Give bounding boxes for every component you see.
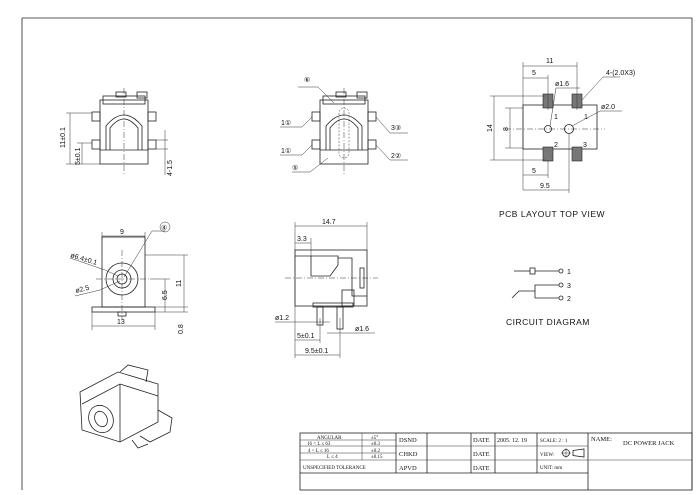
title-block: ANGULAR ±5° 16 < L ≤ 63 ±0.3 4 < L ≤ 16 … (299, 432, 693, 491)
circuit-pin-1: 1 (567, 269, 571, 276)
dia-1-6: ø1.6 (355, 326, 369, 333)
pcb-layout-title: PCB LAYOUT TOP VIEW (499, 209, 605, 219)
dia-inner: ø2.5 (75, 285, 90, 295)
tol-value-2: ±0.2 (371, 449, 380, 454)
circuit-diagram-title: CIRCUIT DIAGRAM (506, 317, 590, 327)
chkd-label: CHKD (399, 451, 418, 458)
callout-6: ⑥ (304, 76, 310, 84)
part-name: DC POWER JACK (623, 440, 675, 447)
dim-8: 8 (503, 127, 510, 131)
dim-6-5: 6.5 (162, 290, 169, 300)
dim-5: 5±0.1 (297, 333, 315, 340)
dim-11: 11 (176, 280, 183, 287)
dim-pin-low: 5±0.1 (75, 147, 82, 165)
unit: UNIT: mm (540, 466, 562, 471)
circuit-pin-2: 2 (567, 296, 571, 303)
dim-0-8: 0.8 (178, 324, 185, 334)
tol-range-3: L ≤ 4 (327, 455, 338, 460)
callout-1a: 1① (281, 119, 291, 127)
side-view-callouts: ⑥ 1① 1① 3③ 2② ⑤ (280, 76, 408, 175)
pin-1b: 1 (584, 114, 588, 121)
dim-9-5: 9.5±0.1 (305, 348, 328, 355)
dim-height: 11±0.1 (60, 127, 67, 148)
dim-pin: 4-1.5 (167, 160, 174, 176)
apvd-label: APVD (399, 465, 417, 472)
dim-14: 14 (487, 124, 494, 132)
dsnd-label: DSND (399, 437, 417, 444)
dim-13: 13 (117, 319, 125, 326)
circuit-diagram: 1 3 2 CIRCUIT DIAGRAM (506, 267, 590, 327)
dim-11: 11 (546, 58, 553, 65)
tol-range-0: ANGULAR (317, 436, 342, 441)
sheet-frame (21, 17, 693, 490)
callout-5: ⑤ (292, 164, 298, 172)
projection-symbol-icon (561, 448, 585, 458)
date-label-apvd: DATE (473, 465, 490, 472)
scale: SCALE: 2 : 1 (540, 439, 568, 444)
tol-value-3: ±0.15 (371, 455, 383, 460)
dim-9: 9 (120, 229, 124, 236)
tol-range-2: 4 < L ≤ 16 (308, 449, 329, 454)
hole-2-0 (564, 124, 574, 134)
hole-label-1-6: ø1.6 (555, 81, 569, 88)
dim-3-3: 3.3 (297, 236, 307, 243)
dim-5-bottom: 5 (532, 168, 536, 175)
section-view: 14.7 3.3 ø1.2 ø1.6 5±0.1 9.5±0.1 (275, 219, 378, 358)
dia-outer: ø6.4±0.1 (69, 252, 98, 267)
date-label-chkd: DATE (473, 451, 490, 458)
tol-value-1: ±0.3 (371, 442, 380, 447)
pin-2: 2 (554, 142, 558, 149)
pin-1a: 1 (554, 114, 558, 121)
tol-range-1: 16 < L ≤ 63 (307, 442, 331, 447)
tolerance-caption: UNSPECIFIED TOLERANCE (303, 466, 366, 471)
side-view-dimensioned: 11±0.1 5±0.1 4-1.5 (60, 88, 174, 176)
callout-1b: 1① (281, 147, 291, 155)
dim-14-7: 14.7 (322, 219, 336, 226)
callout-2: 2② (391, 152, 401, 160)
pad-note: 4-(2.0X3) (606, 70, 635, 77)
pcb-layout: 11 5 4-(2.0X3) ø1.6 ø2.0 14 8 1 1 2 3 5 … (487, 58, 635, 219)
isometric-view (79, 364, 173, 449)
date-label-dsnd: DATE (473, 437, 490, 444)
dim-9-5: 9.5 (540, 183, 550, 190)
tol-value-0: ±5° (371, 436, 378, 441)
callout-3: 3③ (391, 124, 401, 132)
front-view: 9 ④ ø6.4±0.1 ø2.5 6.5 11 13 0.8 (69, 221, 188, 334)
circuit-pin-3: 3 (567, 283, 571, 290)
callout-4: ④ (161, 224, 167, 232)
dia-1-2: ø1.2 (275, 315, 289, 322)
date-value: 2005. 12. 19 (497, 438, 527, 444)
view-label: VIEW: (540, 453, 554, 458)
dim-5-top: 5 (532, 70, 536, 77)
pin-3: 3 (583, 142, 587, 149)
hole-1-6 (544, 125, 552, 133)
hole-label-2-0: ø2.0 (601, 104, 615, 111)
name-label: NAME: (591, 436, 612, 443)
